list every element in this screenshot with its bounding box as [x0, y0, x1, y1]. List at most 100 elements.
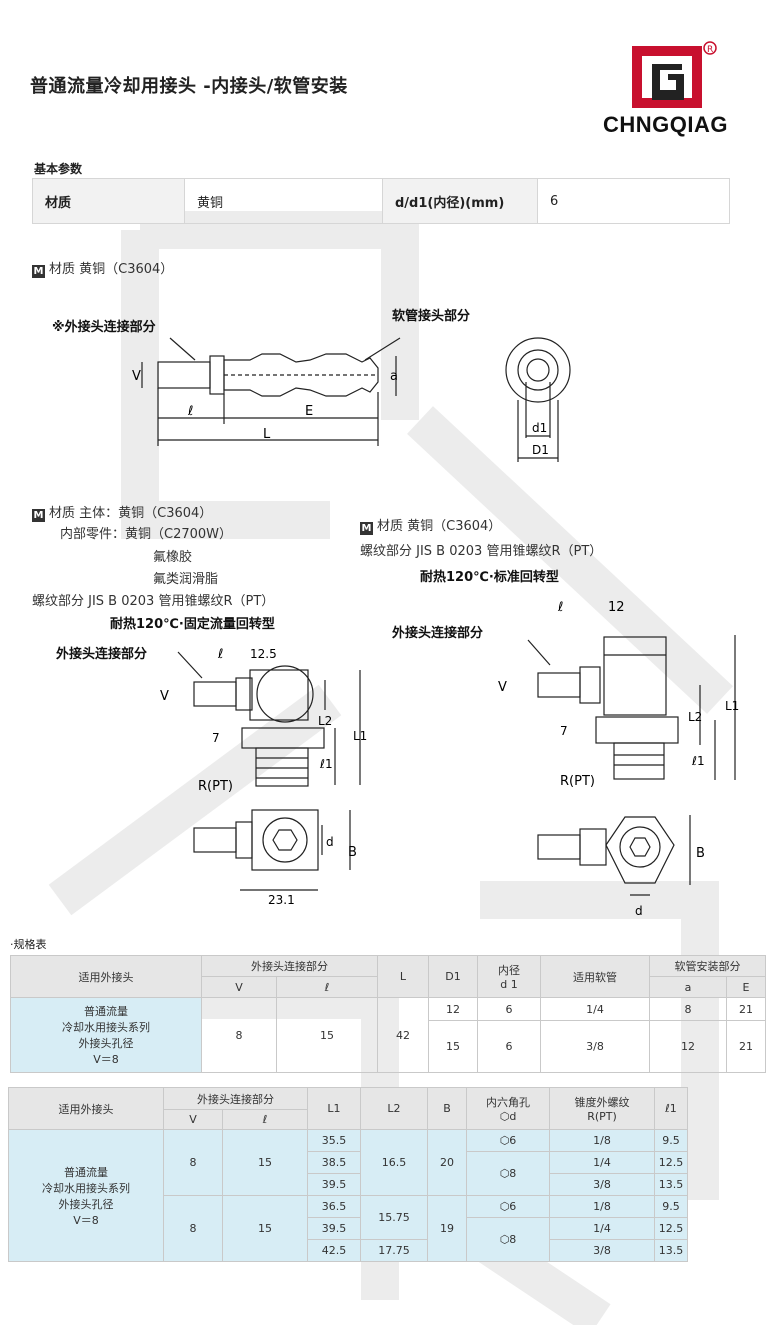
hex-icon: ⬡: [499, 1233, 510, 1246]
t2-h-applicable: 适用外接头: [8, 1087, 164, 1130]
t2-g1-hex-0: ⬡6: [466, 1195, 550, 1218]
diagram3-line2: 螺纹部分 JIS B 0203 管用锥螺纹R（PT）: [360, 544, 603, 559]
t2-g1-B: 19: [427, 1195, 467, 1262]
t1-h-l: ℓ: [276, 976, 378, 998]
t1-r0-d1: 6: [477, 997, 541, 1021]
t2-g0-thread-2: 3/8: [549, 1173, 655, 1196]
t1-r0-hose: 1/4: [540, 997, 650, 1021]
page-title: 普通流量冷却用接头 -内接头/软管安装: [30, 76, 348, 97]
diagram2-caption: 耐热120℃·固定流量回转型: [110, 617, 275, 632]
t1-L: 42: [377, 997, 429, 1073]
t1-l: 15: [276, 997, 378, 1073]
t2-h-L1: L1: [307, 1087, 361, 1130]
diagram2-line3: 氟橡胶: [153, 550, 193, 565]
t2-g1-L1-2: 42.5: [307, 1239, 361, 1262]
t2-h-v: V: [163, 1109, 223, 1130]
dim-l: ℓ: [557, 600, 563, 615]
t2-g1-thread-0: 1/8: [549, 1195, 655, 1218]
diagram2-line5: 螺纹部分 JIS B 0203 管用锥螺纹R（PT）: [32, 594, 275, 609]
diameter-label: d/d1(内径)(mm): [382, 178, 538, 224]
t1-h-applicable: 适用外接头: [10, 955, 202, 998]
t1-h-L: L: [377, 955, 429, 998]
dim-7: 7: [560, 724, 568, 738]
dim-l: ℓ: [187, 404, 193, 419]
t2-g0-v: 8: [163, 1129, 223, 1196]
diagram3-drawing: ℓ 12 V L2 L1 7 ℓ1 R(PT) B d: [498, 600, 739, 918]
dim-d: d: [326, 835, 334, 849]
material-m-icon: M: [32, 509, 45, 522]
diagram3-caption: 耐热120℃·标准回转型: [420, 570, 559, 585]
t2-g0-L2: 16.5: [360, 1129, 428, 1196]
dim-d: d: [635, 904, 643, 918]
t2-g1-L1-0: 36.5: [307, 1195, 361, 1218]
diagram1-male-label: ※外接头连接部分: [52, 320, 156, 335]
dim-23-1: 23.1: [268, 893, 295, 907]
dim-12-5: 12.5: [250, 647, 277, 661]
hex-icon: ⬡: [499, 1200, 510, 1213]
diagram2-male-label: 外接头连接部分: [56, 647, 148, 662]
spec-label: ·规格表: [10, 938, 47, 951]
brand-logo: R: [632, 41, 717, 108]
t2-g0-thread-0: 1/8: [549, 1129, 655, 1152]
dim-rpt: R(PT): [560, 774, 595, 789]
t2-g0-l1-0: 9.5: [654, 1129, 688, 1152]
t1-h-hose: 适用软管: [540, 955, 650, 998]
dim-a: a: [390, 369, 398, 384]
t2-g1-L1-1: 39.5: [307, 1217, 361, 1240]
material-m-icon: M: [360, 522, 373, 535]
diameter-value: 6: [537, 178, 730, 224]
t1-h-hose-install: 软管安装部分: [649, 955, 766, 977]
t1-h-a: a: [649, 976, 727, 998]
dim-v: V: [498, 680, 507, 695]
t2-g1-L2-0: 15.75: [360, 1195, 428, 1240]
t2-g0-thread-1: 1/4: [549, 1151, 655, 1174]
t2-g0-l: 15: [222, 1129, 308, 1196]
dim-D1: D1: [532, 443, 549, 457]
t2-g1-l1-2: 13.5: [654, 1239, 688, 1262]
dim-L2: L2: [318, 714, 332, 728]
t2-g0-hex-1: ⬡8: [466, 1151, 550, 1196]
t2-g0-L1-2: 39.5: [307, 1173, 361, 1196]
t2-g0-L1-1: 38.5: [307, 1151, 361, 1174]
dim-b: B: [348, 845, 357, 860]
t1-r1-a: 12: [649, 1020, 727, 1073]
t2-g1-thread-1: 1/4: [549, 1217, 655, 1240]
diagram2-line2: 内部零件：黄铜（C2700W）: [60, 527, 233, 542]
diagram2-drawing: ℓ 12.5 V L2 L1 7 ℓ1 R(PT) d B 23.1: [160, 647, 367, 907]
diagram1-drawing: V a ℓ E L d1 D1: [132, 337, 571, 462]
diagram3-male-label: 外接头连接部分: [392, 626, 484, 641]
t2-h-B: B: [427, 1087, 467, 1130]
t1-v: 8: [201, 997, 277, 1073]
dim-L1: L1: [353, 729, 367, 743]
t2-h-l: ℓ: [222, 1109, 308, 1130]
t1-h-male-conn: 外接头连接部分: [201, 955, 378, 977]
t2-g1-hex-1: ⬡8: [466, 1217, 550, 1262]
dim-12: 12: [608, 600, 625, 615]
dim-7: 7: [212, 731, 220, 745]
t2-h-L2: L2: [360, 1087, 428, 1130]
dim-v: V: [132, 369, 141, 384]
t2-h-l1: ℓ1: [654, 1087, 688, 1130]
hex-icon: ⬡: [499, 1167, 510, 1180]
t2-g0-l1-1: 12.5: [654, 1151, 688, 1174]
dim-e: E: [305, 404, 313, 419]
dim-l: ℓ: [217, 647, 223, 662]
dim-d1: d1: [532, 421, 547, 435]
t2-g1-l1-1: 12.5: [654, 1217, 688, 1240]
basic-params-table: 材质 黄铜 d/d1(内径)(mm) 6: [32, 178, 730, 224]
t2-g0-B: 20: [427, 1129, 467, 1196]
dim-l1: ℓ1: [319, 757, 333, 771]
t1-r0-E: 21: [726, 997, 766, 1021]
diagram1-hose-label: 软管接头部分: [392, 309, 471, 324]
dim-L: L: [263, 427, 271, 442]
t2-g1-v: 8: [163, 1195, 223, 1262]
t2-g1-l1-0: 9.5: [654, 1195, 688, 1218]
hex-icon: ⬡: [499, 1110, 510, 1123]
